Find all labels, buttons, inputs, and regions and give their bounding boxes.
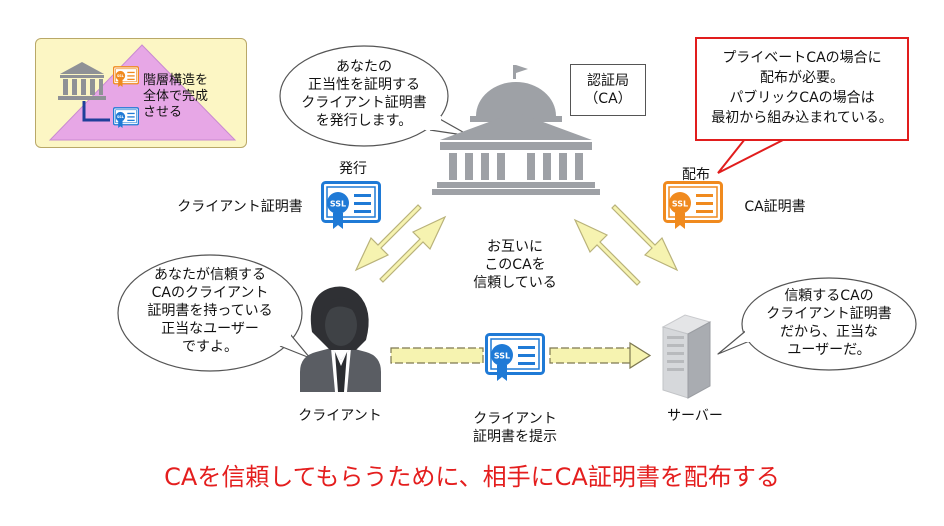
- trust-arrow-client: [379, 215, 447, 283]
- user-avatar-icon: [300, 286, 381, 392]
- ca-cert-icon: [663, 181, 723, 231]
- present-label: クライアント 証明書を提示: [473, 411, 557, 445]
- mini-client-cert-icon: [113, 107, 139, 129]
- trust-arrow-server: [573, 218, 641, 286]
- server-speech-text: 信頼するCAの クライアント証明書 だから、正当な ユーザーだ。: [766, 288, 892, 358]
- red-callout-text: プライベートCAの場合に 配布が必要。 パブリックCAの場合は 最初から組み込ま…: [711, 50, 893, 126]
- server-label: サーバー: [667, 408, 723, 424]
- client-cert-label: クライアント証明書: [177, 199, 303, 215]
- ca-speech-text: あなたの 正当性を証明する クライアント証明書 を発行します。: [301, 59, 427, 129]
- ca-label: 認証局 （CA）: [584, 73, 632, 107]
- mini-ca-cert-icon: [113, 66, 139, 88]
- ca-label-box: [570, 64, 646, 116]
- legend-text: 階層構造を 全体で完成 させる: [143, 73, 209, 120]
- hierarchy-line: [82, 101, 110, 122]
- hierarchy-triangle: [48, 44, 237, 141]
- ca-speech-bubble: [279, 45, 449, 147]
- mutual-trust-label: お互いに このCAを 信頼している: [473, 239, 557, 291]
- distribute-label: 配布: [682, 167, 710, 183]
- client-cert-issued-icon: [321, 181, 381, 231]
- issue-arrow: [354, 204, 422, 272]
- server-icon: [661, 314, 712, 399]
- red-callout-box: [695, 37, 909, 141]
- present-arrow: [390, 341, 652, 370]
- mini-bank-icon: [58, 62, 106, 100]
- bank-building-icon: [432, 65, 600, 195]
- client-cert-presented-icon: [485, 333, 545, 383]
- ca-cert-label: CA証明書: [744, 199, 806, 215]
- client-speech-text: あなたが信頼する CAのクライアント 証明書を持っている 正当なユーザー ですよ…: [147, 267, 273, 355]
- issue-label: 発行: [339, 161, 367, 177]
- red-callout-tail: [717, 138, 786, 174]
- client-label: クライアント: [298, 408, 382, 424]
- distribute-arrow: [611, 204, 679, 272]
- footer-message: CAを信頼してもらうために、相手にCA証明書を配布する: [164, 463, 780, 491]
- server-speech-bubble: [741, 277, 917, 371]
- client-speech-bubble: [117, 254, 303, 372]
